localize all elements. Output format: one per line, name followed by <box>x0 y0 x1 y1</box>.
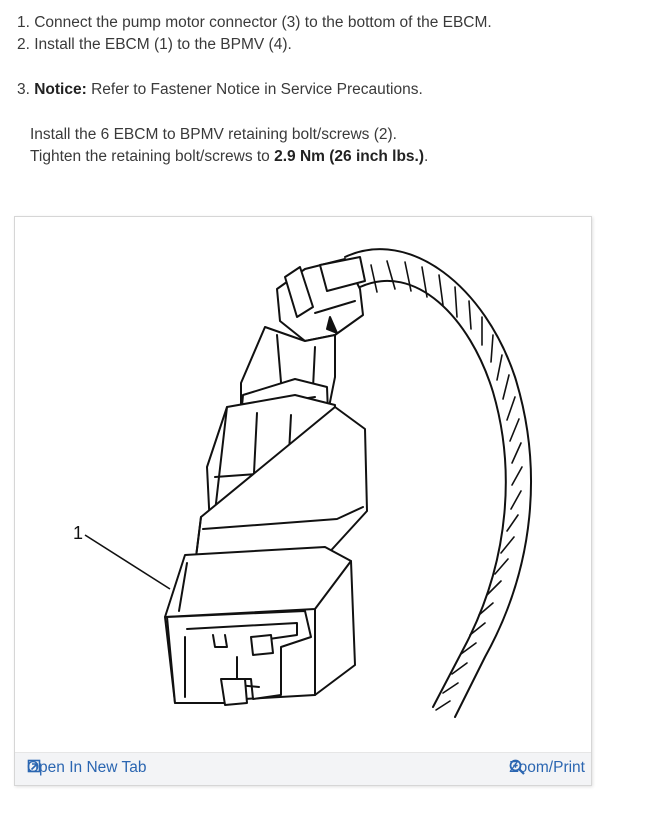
harness-wrap-lines <box>370 260 523 711</box>
illustration-panel: 1 Open In New Tab Zoom/Print <box>14 216 592 786</box>
notice-label: Notice: <box>34 81 87 98</box>
step-2: 2. Install the EBCM (1) to the BPMV (4). <box>17 36 292 53</box>
open-in-new-tab-icon <box>27 759 41 773</box>
harness-outer-edge <box>344 248 532 718</box>
magnifier-icon <box>509 759 525 775</box>
zoom-print-label: Zoom/Print <box>509 759 585 776</box>
zoom-print-link[interactable]: Zoom/Print <box>509 759 585 777</box>
step-3-torque: Tighten the retaining bolt/screws to 2.9… <box>30 148 429 165</box>
callout-number: 1 <box>73 523 83 543</box>
step-3-install: Install the 6 EBCM to BPMV retaining bol… <box>30 126 397 143</box>
harness-inner-edge <box>359 280 507 708</box>
torque-value: 2.9 Nm (26 inch lbs.) <box>274 148 425 165</box>
step-1: 1. Connect the pump motor connector (3) … <box>17 14 492 31</box>
instruction-steps: 1. Connect the pump motor connector (3) … <box>17 12 637 168</box>
open-in-new-tab-label: Open In New Tab <box>27 759 147 776</box>
ebcm-connector-illustration: 1 <box>73 248 532 718</box>
illustration-footer: Open In New Tab Zoom/Print <box>15 752 591 785</box>
open-in-new-tab-link[interactable]: Open In New Tab <box>27 759 146 777</box>
step-3: 3. Notice: Refer to Fastener Notice in S… <box>17 81 423 98</box>
callout-leader-line <box>84 534 171 590</box>
